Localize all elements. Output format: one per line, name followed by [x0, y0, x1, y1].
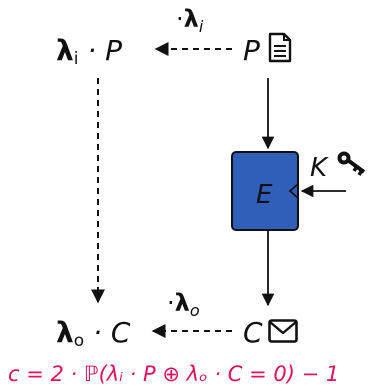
document-icon	[268, 32, 292, 63]
envelope-icon	[268, 319, 298, 343]
node-lambda-i-p: λi · P	[56, 34, 122, 69]
node-lambda-o-c: λo · C	[56, 316, 131, 351]
encryptor-block	[231, 151, 299, 231]
node-plaintext: P	[243, 34, 260, 67]
key-icon	[337, 151, 366, 176]
edge-top-label: ·λi	[176, 5, 204, 36]
encryptor-key-port	[288, 183, 299, 199]
key-label: K	[310, 153, 329, 183]
node-ciphertext: C	[243, 316, 263, 349]
correlation-formula: c = 2 · ℙ(λᵢ · P ⊕ λₒ · C = 0) − 1	[8, 362, 339, 386]
edge-bottom-label: ·λo	[167, 289, 200, 320]
encryptor-label: E	[256, 180, 273, 210]
